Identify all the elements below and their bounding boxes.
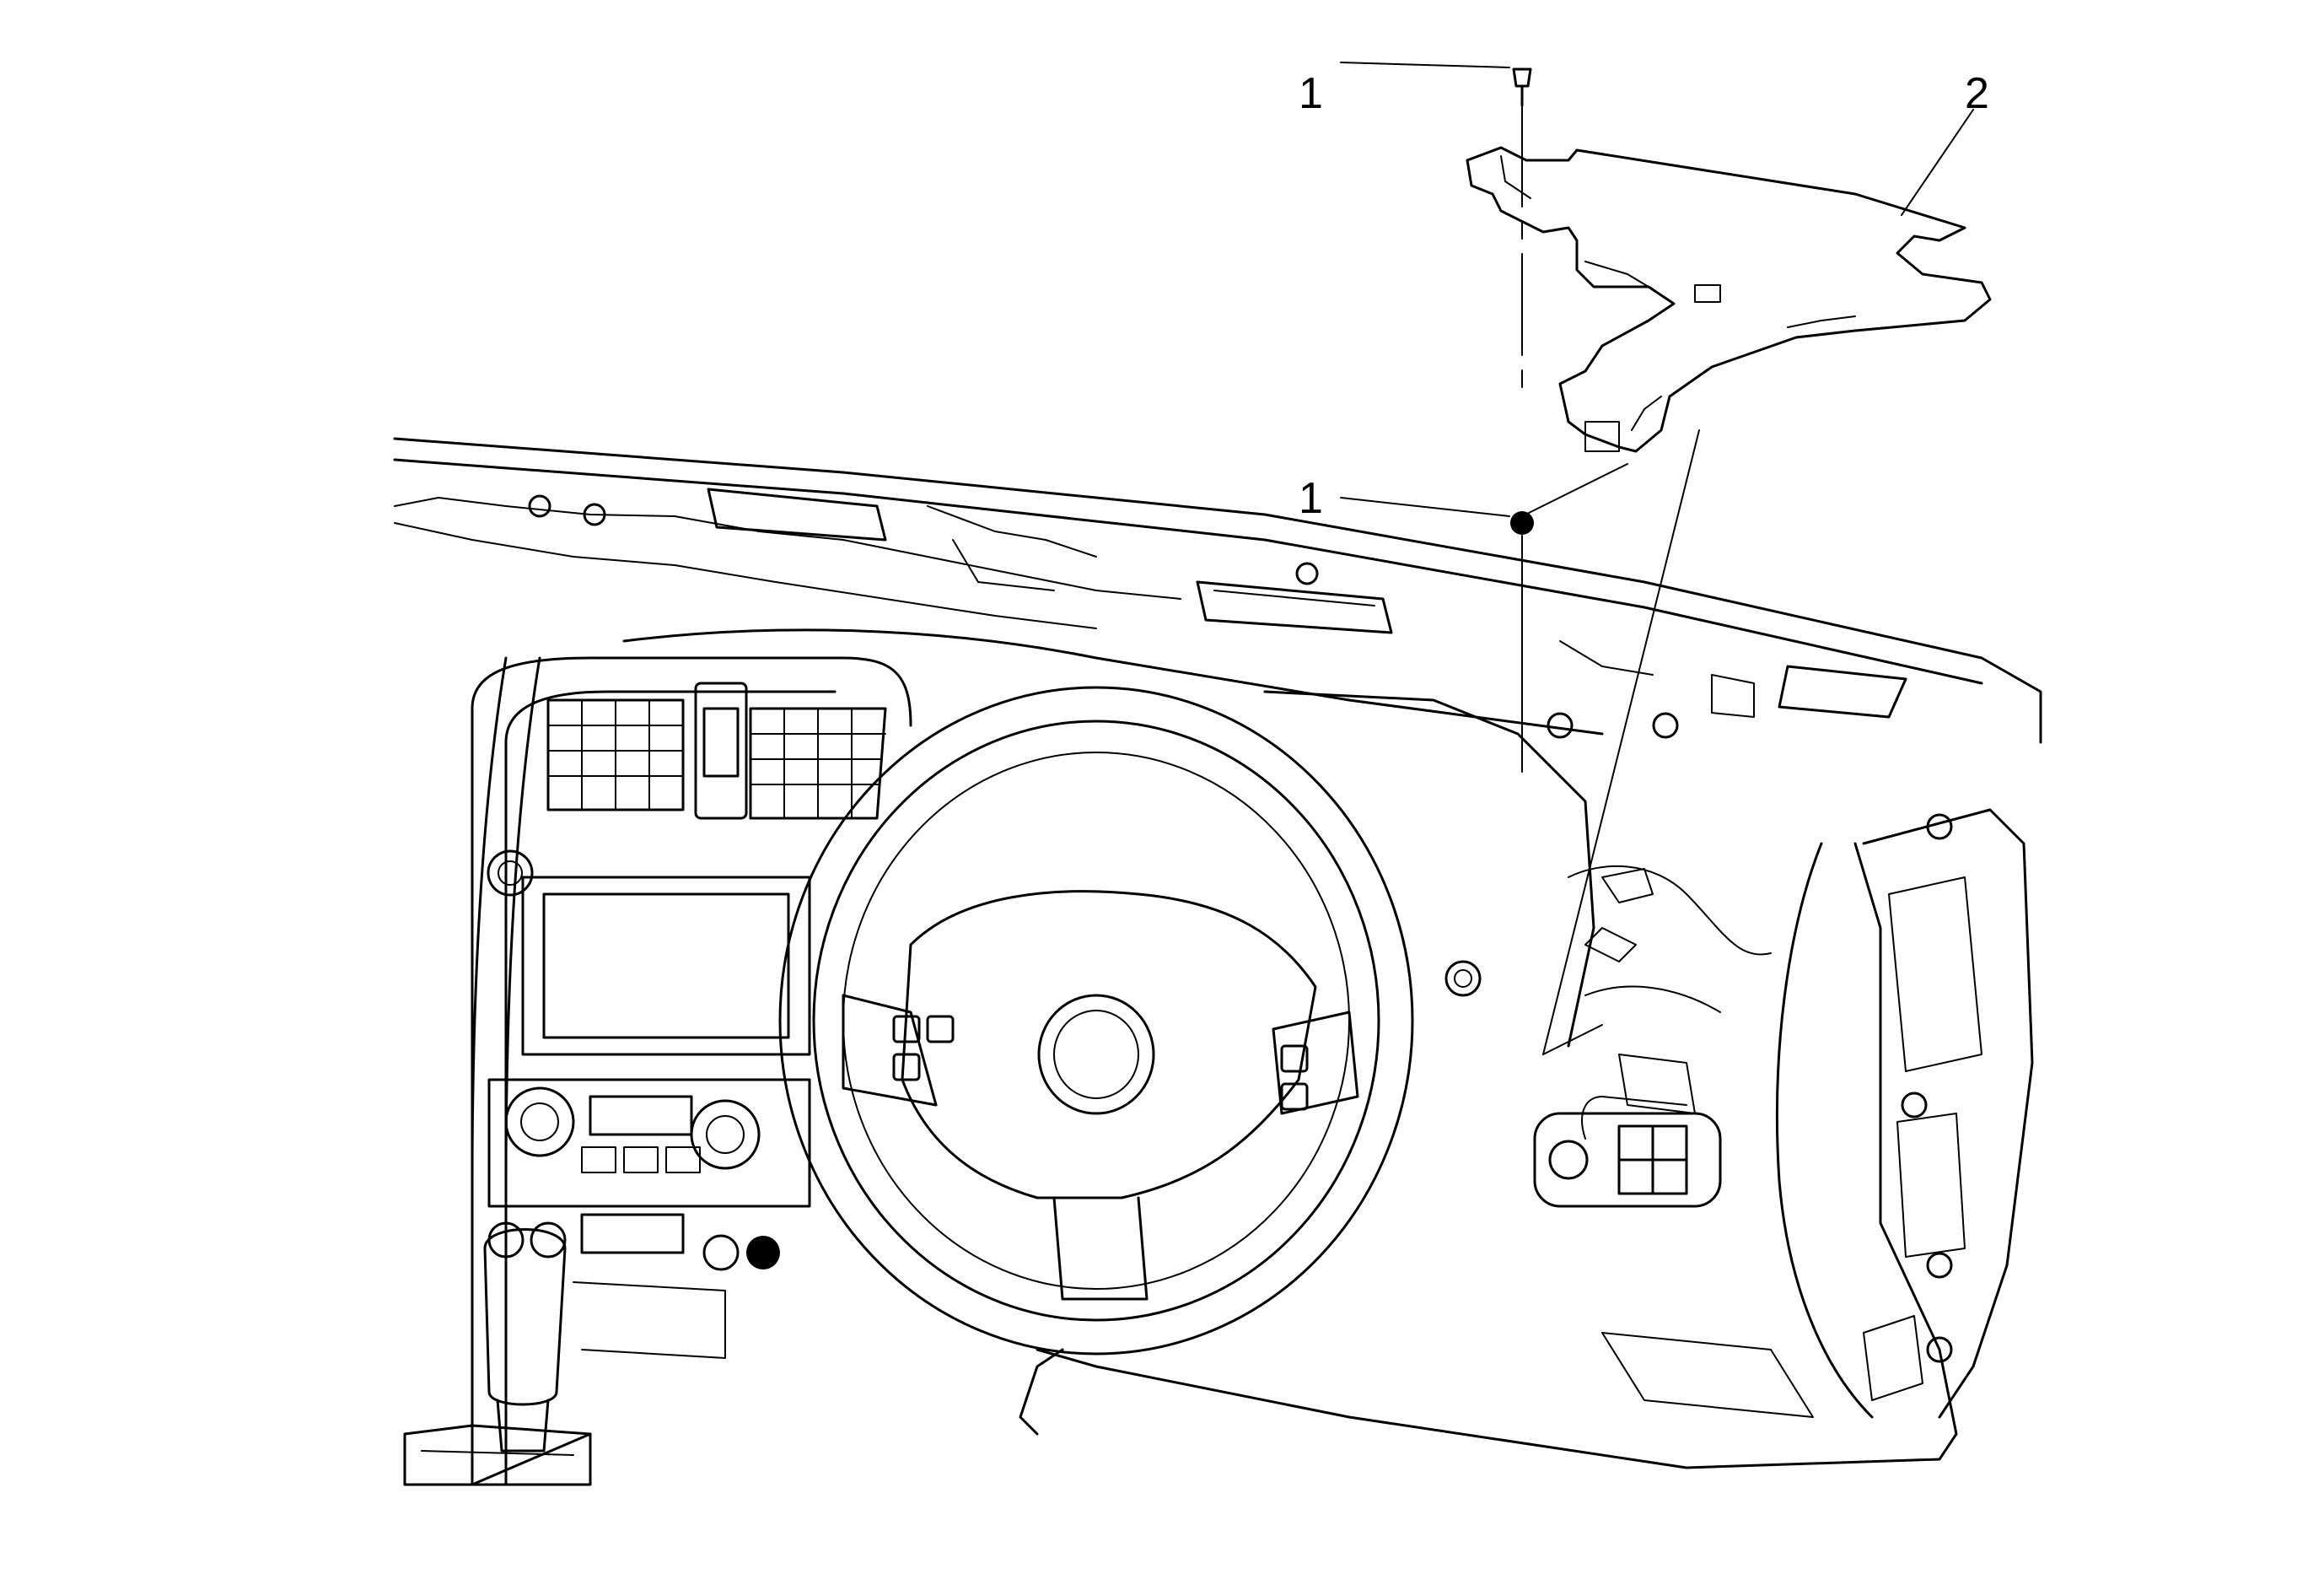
callout-label-trim-panel: 2 <box>1965 69 1989 118</box>
fastener-upper <box>1512 67 1532 107</box>
steering-wheel <box>778 686 1482 1436</box>
callout-label-fastener-upper: 1 <box>1299 69 1323 118</box>
cluster-area <box>1263 690 1772 1114</box>
side-bracket <box>1775 808 2034 1419</box>
trim-panel-part-2 <box>1466 146 1992 453</box>
fastener-lower <box>1510 511 1534 535</box>
callout-label-fastener-lower: 1 <box>1299 474 1323 523</box>
dashboard-top-panel <box>393 437 2042 744</box>
center-stack <box>471 656 912 1271</box>
assembly-guide-lines <box>1340 62 1974 1055</box>
gear-shifter <box>403 1228 726 1486</box>
